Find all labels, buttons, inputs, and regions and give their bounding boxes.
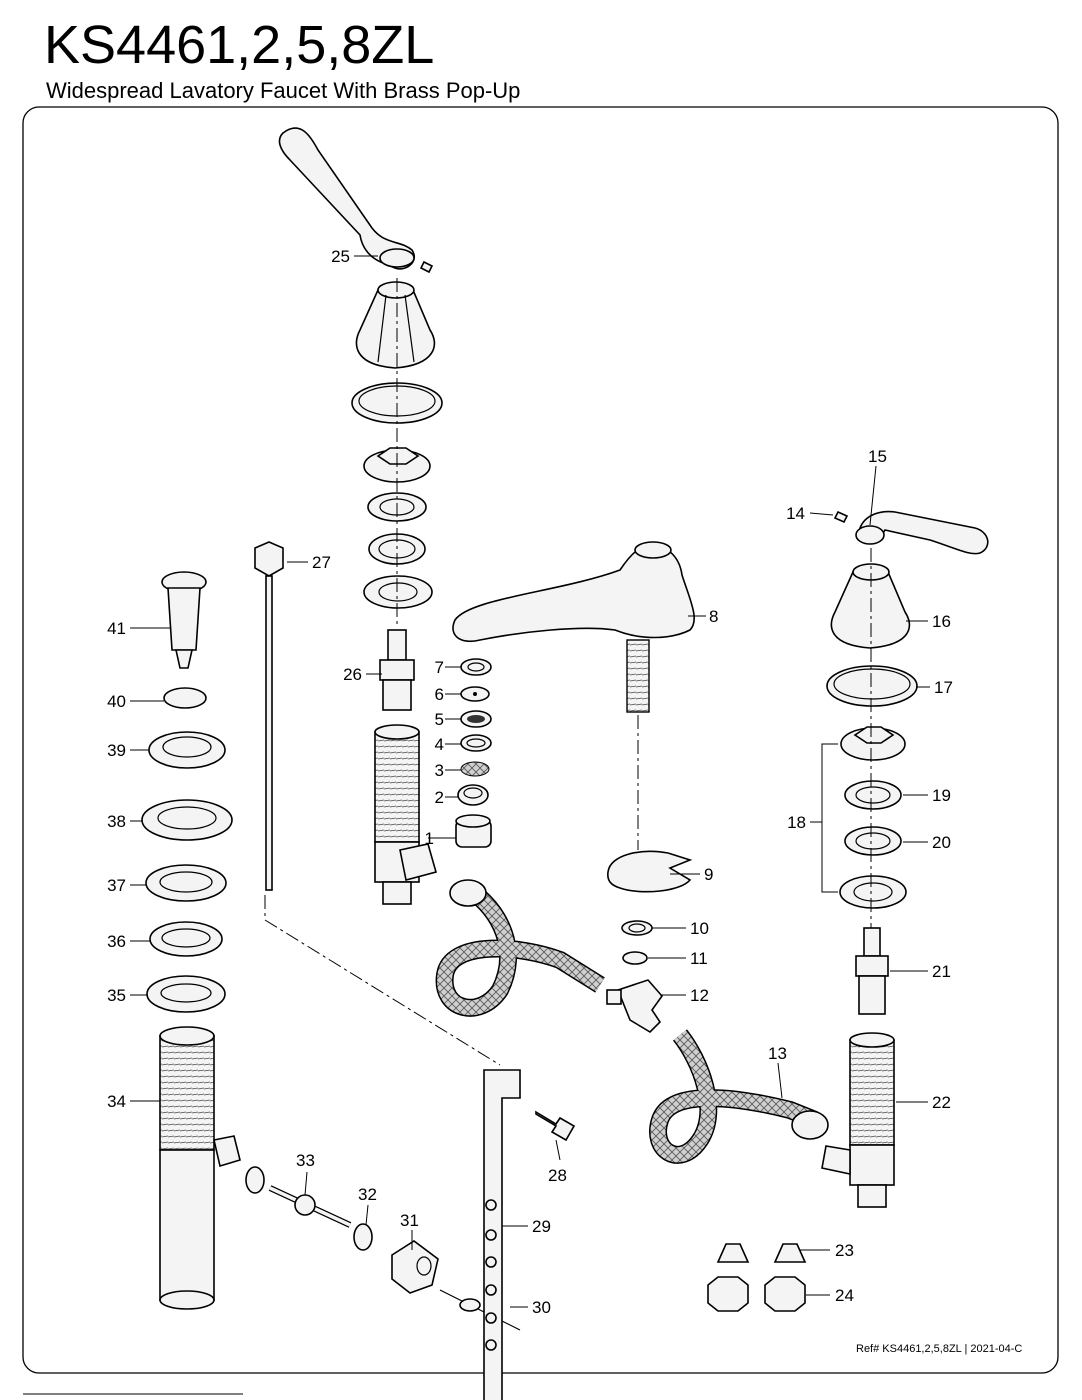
callout-labels: 1 2 3 4 5 6 7 8 9 10 11 12 13 14 15 16 1…	[107, 247, 953, 1317]
callout-2: 2	[435, 788, 444, 807]
callout-19: 19	[932, 786, 951, 805]
callout-38: 38	[107, 812, 126, 831]
callout-12: 12	[690, 986, 709, 1005]
reference-note: Ref# KS4461,2,5,8ZL | 2021-04-C	[856, 1343, 1023, 1355]
callout-3: 3	[435, 761, 444, 780]
callout-33: 33	[296, 1151, 315, 1170]
callout-22: 22	[932, 1093, 951, 1112]
callout-13: 13	[768, 1044, 787, 1063]
callout-35: 35	[107, 986, 126, 1005]
drain-body	[159, 1026, 241, 1310]
callout-24: 24	[835, 1286, 854, 1305]
callout-6: 6	[435, 685, 444, 704]
page-subtitle: Widespread Lavatory Faucet With Brass Po…	[46, 78, 521, 103]
spout	[452, 541, 695, 713]
lift-rod	[254, 541, 284, 891]
callout-10: 10	[690, 919, 709, 938]
callout-25: 25	[331, 247, 350, 266]
drain-stopper	[161, 571, 207, 669]
callout-8: 8	[709, 607, 718, 626]
tee-connector	[606, 979, 664, 1034]
left-valve-body	[374, 724, 437, 905]
page-title: KS4461,2,5,8ZL	[44, 15, 435, 75]
callout-1: 1	[425, 829, 434, 848]
drawing-frame	[22, 106, 1059, 1374]
flex-hose-right	[649, 1029, 829, 1164]
callout-39: 39	[107, 741, 126, 760]
callout-40: 40	[107, 692, 126, 711]
right-valve-cartridge	[855, 927, 889, 1015]
left-escutcheon	[355, 281, 436, 369]
callout-34: 34	[107, 1092, 126, 1111]
left-washer-stack	[351, 382, 443, 609]
callout-37: 37	[107, 876, 126, 895]
left-handle-lever	[278, 127, 434, 274]
pivot-rod-parts	[245, 1166, 521, 1331]
leader-lines	[130, 255, 930, 1308]
callout-23: 23	[835, 1241, 854, 1260]
right-washer-stack	[826, 665, 918, 909]
flex-hose-left	[435, 879, 605, 1017]
callout-21: 21	[932, 962, 951, 981]
callout-28: 28	[548, 1166, 567, 1185]
callout-11: 11	[690, 949, 708, 968]
mounting-hardware	[607, 850, 693, 965]
callout-26: 26	[343, 665, 362, 684]
drain-washer-stack	[141, 687, 233, 1013]
callout-31: 31	[400, 1211, 419, 1230]
callout-4: 4	[435, 735, 444, 754]
compression-fittings	[707, 1243, 807, 1312]
callout-16: 16	[932, 612, 951, 631]
clevis-screw	[535, 1110, 576, 1142]
callout-9: 9	[704, 865, 713, 884]
aerator-parts	[455, 658, 492, 848]
right-valve-body	[821, 1032, 895, 1208]
clevis-strap	[483, 1069, 521, 1400]
callout-14: 14	[786, 504, 805, 523]
callout-5: 5	[435, 710, 444, 729]
callout-32: 32	[358, 1185, 377, 1204]
callout-29: 29	[532, 1217, 551, 1236]
callout-17: 17	[934, 678, 953, 697]
right-handle-lever	[833, 510, 989, 555]
callout-36: 36	[107, 932, 126, 951]
right-escutcheon	[830, 563, 911, 649]
callout-18: 18	[787, 813, 806, 832]
callout-27: 27	[312, 553, 331, 572]
callout-20: 20	[932, 833, 951, 852]
callout-41: 41	[107, 619, 126, 638]
callout-7: 7	[435, 658, 444, 677]
left-valve-cartridge	[379, 629, 415, 711]
callout-30: 30	[532, 1298, 551, 1317]
callout-15: 15	[868, 447, 887, 466]
